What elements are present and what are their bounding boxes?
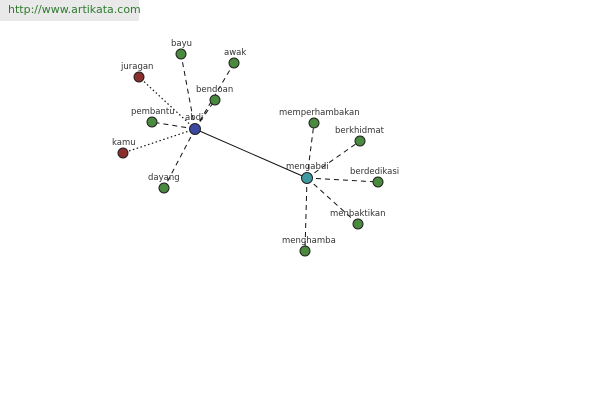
edge-mengabdi-berkhidmat bbox=[306, 140, 361, 179]
edge-abdi-kamu bbox=[122, 128, 196, 154]
node-label-bayu[interactable]: bayu bbox=[171, 39, 192, 49]
node-bendoan[interactable] bbox=[209, 94, 221, 106]
source-url-banner[interactable]: http://www.artikata.com bbox=[0, 0, 141, 21]
labels-layer: abdi mengabdi bayu awak juragan bendoan pemban… bbox=[112, 39, 399, 246]
edge-abdi-pembantu bbox=[151, 121, 196, 130]
node-label-menghamba[interactable]: menghamba bbox=[282, 236, 336, 246]
node-label-berdedikasi[interactable]: berdedikasi bbox=[350, 167, 399, 177]
node-label-kamu[interactable]: kamu bbox=[112, 138, 136, 148]
edge-mengabdi-menghamba bbox=[304, 177, 308, 252]
edges-layer bbox=[122, 53, 379, 252]
edge-mengabdi-menbaktikan bbox=[306, 177, 359, 225]
node-berdedikasi[interactable] bbox=[372, 176, 384, 188]
edge-abdi-juragan bbox=[138, 76, 196, 130]
edge-mengabdi-memperhambakan bbox=[306, 122, 315, 179]
node-label-abdi[interactable]: abdi bbox=[185, 113, 203, 123]
node-label-dayang[interactable]: dayang bbox=[148, 173, 180, 183]
node-kamu[interactable] bbox=[117, 147, 129, 159]
node-dayang[interactable] bbox=[158, 182, 170, 194]
edge-abdi-dayang bbox=[163, 128, 196, 189]
node-label-mengabdi[interactable]: mengabdi bbox=[286, 162, 329, 172]
node-label-awak[interactable]: awak bbox=[224, 48, 246, 58]
edge-abdi-bayu bbox=[180, 53, 196, 130]
node-label-pembantu[interactable]: pembantu bbox=[131, 107, 175, 117]
node-label-berkhidmat[interactable]: berkhidmat bbox=[335, 126, 385, 136]
nodes-layer bbox=[117, 48, 384, 257]
edge-mengabdi-berdedikasi bbox=[306, 177, 379, 183]
node-bayu[interactable] bbox=[175, 48, 187, 60]
node-label-menbaktikan[interactable]: menbaktikan bbox=[330, 209, 386, 219]
node-label-juragan[interactable]: juragan bbox=[120, 62, 153, 72]
node-menbaktikan[interactable] bbox=[352, 218, 364, 230]
node-label-bendoan[interactable]: bendoan bbox=[196, 85, 233, 95]
edge-abdi-mengabdi bbox=[194, 128, 308, 179]
node-abdi[interactable] bbox=[189, 123, 201, 135]
node-awak[interactable] bbox=[228, 57, 240, 69]
node-menghamba[interactable] bbox=[299, 245, 311, 257]
node-label-memperhambakan[interactable]: memperhambakan bbox=[279, 108, 360, 118]
node-juragan[interactable] bbox=[133, 71, 145, 83]
edge-abdi-bendoan bbox=[194, 99, 216, 130]
node-mengabdi[interactable] bbox=[301, 172, 313, 184]
node-pembantu[interactable] bbox=[146, 116, 158, 128]
node-memperhambakan[interactable] bbox=[308, 117, 320, 129]
node-berkhidmat[interactable] bbox=[354, 135, 366, 147]
